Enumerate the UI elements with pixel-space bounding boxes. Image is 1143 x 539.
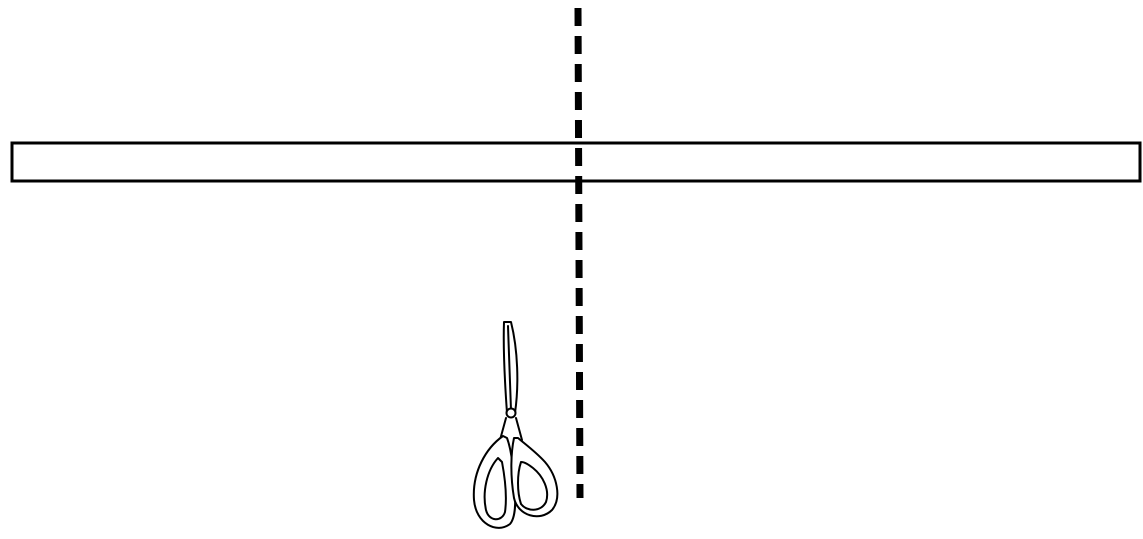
cut-line	[578, 8, 580, 498]
scissors-icon	[474, 322, 558, 528]
